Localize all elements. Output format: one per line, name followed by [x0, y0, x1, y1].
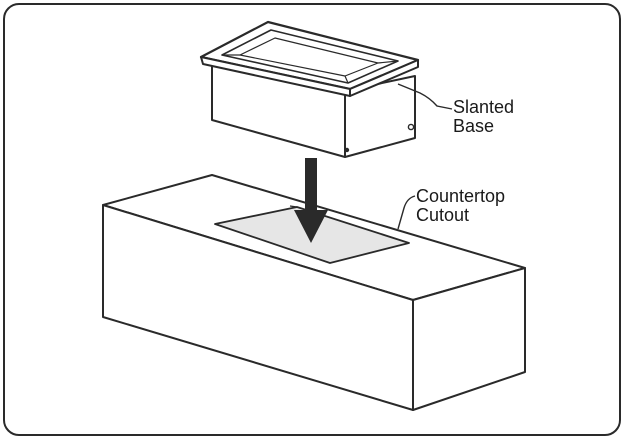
- slanted-base-leader: [397, 83, 453, 110]
- countertop-cutout-label-line2: Cutout: [416, 205, 470, 225]
- slanted-base-label-line2: Base: [453, 116, 495, 136]
- insertion-arrow: [294, 158, 328, 243]
- countertop-cutout-label-line1: Countertop: [416, 186, 506, 206]
- countertop-side-face: [412, 267, 526, 411]
- pan-side-face: [344, 75, 416, 158]
- cutout-leader: [397, 195, 416, 230]
- slanted-base-label: Slanted Base: [453, 98, 514, 136]
- slanted-base-label-line1: Slanted: [453, 97, 515, 117]
- countertop-cutout-label: Countertop Cutout: [416, 187, 505, 225]
- pan-rim-side-lip: [349, 59, 419, 97]
- slanted-base-unit: [199, 20, 420, 158]
- pan-screw-front: [344, 147, 350, 153]
- pan-screw-side: [407, 123, 415, 131]
